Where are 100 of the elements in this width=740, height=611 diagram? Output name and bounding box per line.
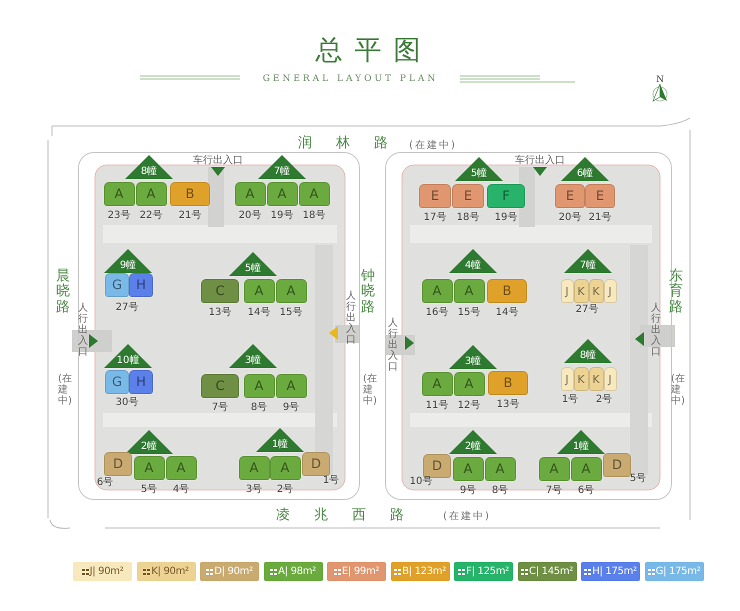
building-unit — [270, 456, 300, 480]
building-unit — [201, 374, 239, 398]
unit-number-label: 6号 — [96, 476, 114, 489]
building-unit — [129, 273, 153, 297]
legend-text: C| 145m² — [529, 566, 573, 577]
unit-number-label: 14号 — [248, 306, 270, 319]
unit-type-letter: G — [112, 374, 122, 390]
unit-number-label: 9号 — [460, 484, 476, 497]
building-unit — [588, 279, 604, 303]
unit-type-letter: B — [502, 284, 512, 298]
building-unit — [588, 367, 604, 391]
building-unit — [570, 457, 602, 481]
building-unit — [166, 456, 196, 480]
unit-type-letter: H — [136, 278, 146, 292]
building-unit — [422, 372, 452, 396]
building-unit — [604, 279, 616, 303]
building-unit — [487, 184, 525, 208]
unit-type-letter: A — [280, 460, 290, 476]
building-unit — [244, 374, 274, 398]
unit-type-letter: A — [432, 376, 442, 392]
road-name: 凌兆西路 — [275, 506, 428, 524]
unit-type-letter: A — [496, 462, 504, 476]
unit-number-label: 13号 — [208, 306, 232, 319]
building-unit — [170, 182, 210, 206]
unit-type-letter: A — [464, 284, 474, 298]
building-unit — [244, 279, 274, 303]
construction-note: (在建中) — [442, 510, 491, 523]
entrance-label: 人行出入口 — [388, 318, 398, 372]
unit-type-letter: H — [136, 374, 146, 390]
unit-type-letter: A — [114, 186, 124, 202]
legend-text: A| 98m² — [278, 566, 316, 577]
unit-number-label: 17号 — [424, 211, 446, 224]
unit-number-label: 18号 — [456, 211, 480, 224]
building-unit — [484, 457, 516, 481]
building-unit — [538, 457, 570, 481]
unit-type-letter: A — [550, 462, 558, 476]
unit-type-letter: D — [432, 458, 442, 474]
unit-number-label: 2号 — [596, 393, 612, 406]
building-unit — [234, 182, 266, 206]
unit-type-letter: A — [250, 460, 258, 476]
unit-number-label: 5号 — [140, 483, 158, 496]
unit-number-label: 23号 — [108, 209, 130, 222]
north-label: N — [656, 75, 664, 85]
unit-number-label: 4号 — [172, 483, 190, 496]
unit-type-letter: A — [286, 378, 296, 394]
legend-text: B| 123m² — [402, 566, 446, 577]
unit-type-letter: E — [430, 188, 440, 204]
unit-type-letter: K — [577, 372, 585, 386]
unit-number-label: 19号 — [494, 211, 518, 224]
unit-number-label: 21号 — [588, 211, 612, 224]
unit-type-letter: D — [612, 458, 622, 472]
unit-number-label: 11号 — [426, 399, 448, 412]
unit-type-letter: E — [596, 188, 604, 204]
unit-type-letter: A — [144, 460, 154, 476]
unit-type-letter: J — [608, 372, 612, 386]
building-unit — [104, 452, 132, 476]
unit-type-letter: A — [464, 462, 472, 476]
building-unit — [302, 452, 330, 476]
unit-number-label: 7号 — [546, 484, 562, 497]
unit-type-letter: A — [176, 460, 186, 476]
legend-text: J| 90m² — [90, 566, 124, 577]
building-unit — [298, 182, 330, 206]
unit-type-letter: J — [565, 372, 569, 386]
unit-number-label: 15号 — [458, 306, 480, 319]
legend-text: F| 125m² — [466, 566, 509, 577]
unit-type-letter: E — [566, 188, 574, 204]
unit-number-label: 21号 — [178, 209, 202, 222]
building-unit — [422, 279, 452, 303]
road-name: 钟晓路 — [361, 268, 375, 316]
unit-number-label: 12号 — [458, 399, 480, 412]
building-unit — [452, 184, 484, 208]
unit-number-label: 2号 — [276, 483, 294, 496]
building-unit — [560, 279, 574, 303]
unit-number-label: 22号 — [140, 209, 162, 222]
unit-number-label: 19号 — [270, 209, 294, 222]
building-unit — [423, 454, 451, 478]
unit-type-letter: B — [186, 186, 194, 202]
building-unit — [603, 453, 631, 477]
building-unit — [276, 374, 306, 398]
building-unit — [585, 184, 615, 208]
unit-type-letter: A — [254, 378, 264, 394]
unit-type-letter: A — [432, 284, 442, 298]
unit-type-letter: C — [215, 284, 225, 298]
unit-type-letter: A — [254, 284, 264, 298]
unit-type-letter: A — [582, 462, 590, 476]
unit-number-label: 15号 — [280, 306, 302, 319]
unit-number-label: 5号 — [630, 472, 646, 485]
unit-number-label: 16号 — [426, 306, 448, 319]
unit-type-letter: A — [278, 186, 286, 202]
unit-number-label: 30号 — [116, 396, 138, 409]
unit-type-letter: K — [577, 284, 585, 298]
unit-type-letter: B — [504, 376, 512, 390]
unit-number-label: 1号 — [562, 393, 578, 406]
building-unit — [105, 370, 129, 394]
building-unit — [201, 279, 239, 303]
building-unit — [105, 273, 129, 297]
building-unit — [574, 279, 588, 303]
legend-text: G| 175m² — [656, 566, 700, 577]
legend-text: D| 90m² — [214, 566, 253, 577]
construction-note: (在建中) — [408, 138, 457, 152]
